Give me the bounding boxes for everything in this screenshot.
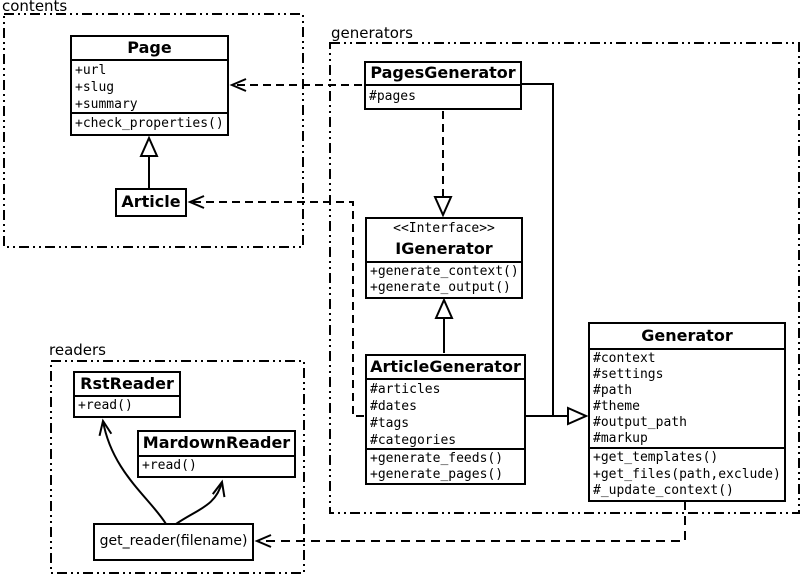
attribute: #settings xyxy=(593,367,664,382)
association-getreader-to-mardownreader xyxy=(175,479,226,525)
package-frame-readers xyxy=(50,360,305,574)
class-name-text: IGenerator xyxy=(395,239,493,258)
method: +generate_pages() xyxy=(370,467,504,482)
attribute: +slug xyxy=(75,80,115,95)
attribute: #markup xyxy=(593,431,648,446)
package-frame-generators xyxy=(329,42,800,514)
association-getreader-to-rstreader xyxy=(98,418,167,525)
class-box-pagesgenerator: PagesGenerator #pages xyxy=(364,61,522,110)
methods-compartment-rstreader: +read() xyxy=(75,397,179,416)
class-box-page: Page +url +slug +summary +check_properti… xyxy=(70,35,229,136)
attribute: #dates xyxy=(370,399,417,414)
methods-compartment-igenerator: +generate_context() +generate_output() xyxy=(367,263,521,297)
class-name-mardownreader: MardownReader xyxy=(139,432,294,457)
class-name-page: Page xyxy=(72,37,227,61)
method: +generate_feeds() xyxy=(370,451,504,466)
class-name-rstreader: RstReader xyxy=(75,373,179,397)
generalization-pagesgenerator-to-generator xyxy=(520,83,586,416)
method: +read() xyxy=(78,398,133,413)
attribute: +url xyxy=(75,63,107,78)
class-name-article: Article xyxy=(121,192,181,211)
attribute: #theme xyxy=(593,399,640,414)
methods-compartment-page: +check_properties() xyxy=(72,114,227,134)
method: #_update_context() xyxy=(593,483,734,498)
attribute: +summary xyxy=(75,97,138,112)
attributes-compartment-pagesgenerator: #pages xyxy=(366,86,520,108)
attribute: #articles xyxy=(370,382,441,397)
class-name-articlegenerator: ArticleGenerator xyxy=(367,356,524,380)
attribute: #tags xyxy=(370,416,410,431)
attribute: #pages xyxy=(369,89,416,104)
stereotype-interface: <<Interface>> xyxy=(393,221,495,236)
attributes-compartment-articlegenerator: #articles #dates #tags #categories xyxy=(367,380,524,450)
attributes-compartment-page: +url +slug +summary xyxy=(72,61,227,114)
attribute: #path xyxy=(593,383,633,398)
class-name-pagesgenerator: PagesGenerator xyxy=(366,63,520,86)
attribute: #output_path xyxy=(593,415,687,430)
class-box-articlegenerator: ArticleGenerator #articles #dates #tags … xyxy=(365,354,526,485)
package-label-contents: contents xyxy=(2,0,68,15)
methods-compartment-mardownreader: +read() xyxy=(139,457,294,476)
class-name-generator: Generator xyxy=(590,324,784,350)
package-label-generators: generators xyxy=(331,24,413,42)
method: +get_templates() xyxy=(593,450,719,465)
methods-compartment-generator: +get_templates() +get_files(path,exclude… xyxy=(590,449,784,500)
class-box-article: Article xyxy=(115,188,187,217)
method: +generate_context() xyxy=(370,264,519,279)
methods-compartment-articlegenerator: +generate_feeds() +generate_pages() xyxy=(367,450,524,483)
attribute: #categories xyxy=(370,433,457,448)
method: +get_files(path,exclude) xyxy=(593,466,781,482)
attributes-compartment-generator: #context #settings #path #theme #output_… xyxy=(590,350,784,449)
method: +check_properties() xyxy=(75,116,224,131)
function-box-getreader: get_reader(filename) xyxy=(93,523,254,561)
class-box-generator: Generator #context #settings #path #them… xyxy=(588,322,786,502)
package-label-readers: readers xyxy=(49,341,106,359)
dependency-generator-to-getreader xyxy=(254,501,686,548)
dependency-articlegenerator-to-article xyxy=(187,195,364,417)
package-frame-contents xyxy=(3,13,304,248)
class-box-mardownreader: MardownReader +read() xyxy=(137,430,296,478)
class-box-igenerator: <<Interface>> IGenerator +generate_conte… xyxy=(365,217,523,299)
class-name-igenerator: <<Interface>> IGenerator xyxy=(367,219,521,263)
attribute: #context xyxy=(593,351,656,366)
class-box-rstreader: RstReader +read() xyxy=(73,371,181,418)
method: +read() xyxy=(142,458,197,473)
method: +generate_output() xyxy=(370,280,511,295)
